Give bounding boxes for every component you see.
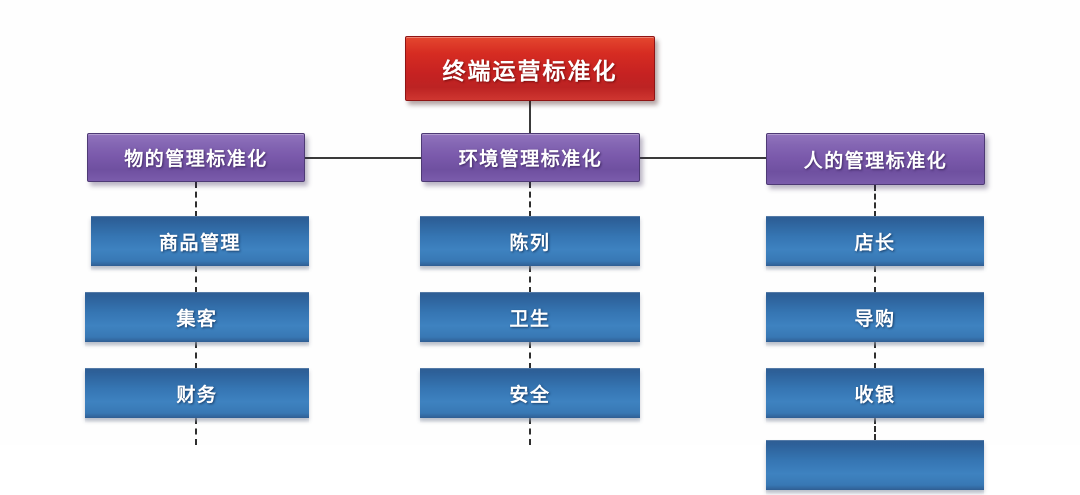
leaf-node-store-manager[interactable]: 店长: [766, 216, 984, 271]
leaf-node-label: 导购: [854, 308, 896, 330]
connector-right-leaf-1-to-leaf-2: [874, 266, 876, 293]
connector-left-leaf-2-to-leaf-3: [195, 342, 197, 369]
leaf-node-cashier[interactable]: 收银: [766, 368, 984, 423]
leaf-node-label: 收银: [854, 384, 896, 406]
connector-right-leaf-3-down: [874, 418, 876, 440]
leaf-node-label: 店长: [854, 232, 896, 254]
org-chart-diagram: 终端运营标准化 物的管理标准化 环境管理标准化 人的管理标准化 商品管理 集客 …: [85, 36, 985, 495]
connector-right-branch-to-leaf-1: [874, 185, 876, 217]
leaf-node-merchandise-management[interactable]: 商品管理: [91, 216, 309, 271]
branch-node-label: 物的管理标准化: [124, 149, 268, 170]
branch-node-goods-management[interactable]: 物的管理标准化: [87, 133, 305, 182]
connector-center-branch-to-leaf-1: [529, 182, 531, 217]
leaf-node-sales-guide[interactable]: 导购: [766, 292, 984, 347]
connector-center-to-right: [640, 157, 766, 159]
connector-left-branch-to-leaf-1: [195, 182, 197, 217]
branch-node-people-management[interactable]: 人的管理标准化: [766, 133, 985, 185]
connector-center-leaf-3-down: [529, 418, 531, 445]
leaf-node-label: 卫生: [509, 308, 551, 330]
connector-right-leaf-2-to-leaf-3: [874, 342, 876, 369]
leaf-node-partial-clipped[interactable]: [766, 440, 984, 495]
leaf-node-safety[interactable]: 安全: [420, 368, 640, 423]
leaf-node-label: 商品管理: [158, 232, 241, 254]
branch-node-label: 人的管理标准化: [803, 150, 948, 172]
connector-left-leaf-3-down: [195, 418, 197, 445]
connector-left-leaf-1-to-leaf-2: [195, 266, 197, 293]
connector-center-leaf-2-to-leaf-3: [529, 342, 531, 369]
connector-center-leaf-1-to-leaf-2: [529, 266, 531, 293]
leaf-node-label: 财务: [176, 384, 218, 406]
branch-node-label: 环境管理标准化: [458, 149, 603, 170]
leaf-node-hygiene[interactable]: 卫生: [420, 292, 640, 347]
branch-node-environment-management[interactable]: 环境管理标准化: [421, 133, 640, 182]
leaf-node-customer-attraction[interactable]: 集客: [85, 292, 309, 347]
connector-center-to-left: [304, 157, 421, 159]
leaf-node-label: 集客: [176, 308, 218, 330]
connector-root-to-center: [529, 100, 531, 135]
leaf-node-label: 安全: [509, 384, 551, 406]
leaf-node-finance[interactable]: 财务: [85, 368, 309, 423]
root-node-terminal-operation-standardization[interactable]: 终端运营标准化: [405, 36, 655, 101]
leaf-node-display[interactable]: 陈列: [420, 216, 640, 271]
leaf-node-label: 陈列: [509, 232, 551, 254]
root-node-label: 终端运营标准化: [442, 57, 618, 84]
